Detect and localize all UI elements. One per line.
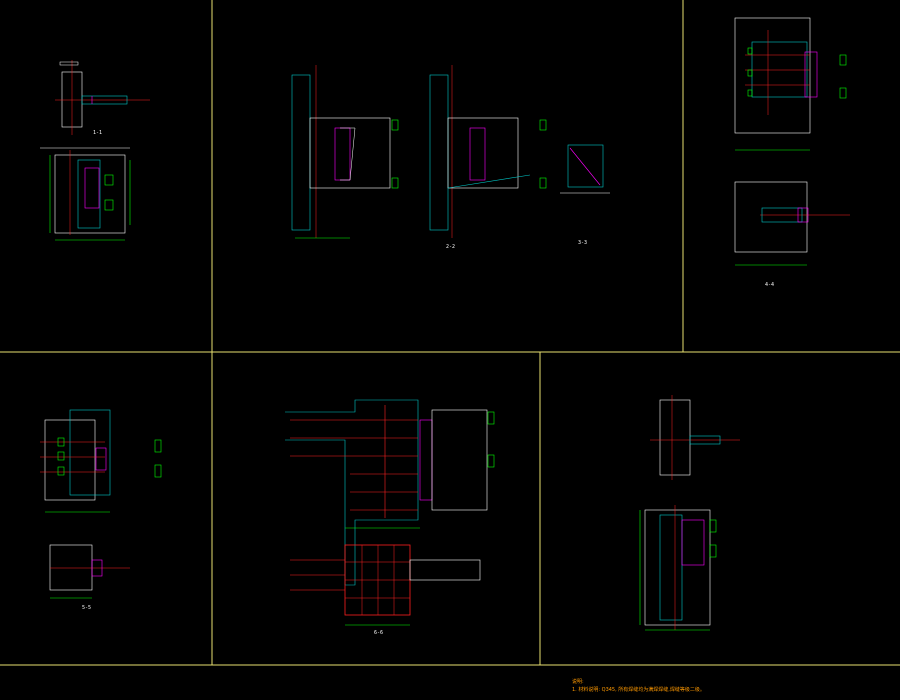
detail-3	[734, 17, 850, 266]
section-label-2: 2-2	[446, 244, 456, 250]
detail-5	[285, 399, 495, 626]
drawing-notes: 说明: 1. 材料说明: Q345, 所有焊缝均为满焊焊缝,焊缝等级二级。	[572, 678, 705, 694]
sheet-frame	[0, 0, 900, 666]
detail-1	[40, 60, 150, 241]
section-label-1: 1-1	[93, 130, 103, 136]
detail-4	[40, 409, 162, 599]
section-label-3: 3-3	[578, 240, 588, 246]
notes-heading: 说明:	[572, 679, 584, 685]
section-label-4: 4-4	[765, 282, 775, 288]
section-label-6: 6-6	[374, 630, 384, 636]
notes-line-1: 1. 材料说明: Q345, 所有焊缝均为满焊焊缝,焊缝等级二级。	[572, 687, 705, 693]
detail-2	[291, 65, 610, 239]
detail-6	[639, 395, 740, 631]
section-label-5: 5-5	[82, 605, 92, 611]
